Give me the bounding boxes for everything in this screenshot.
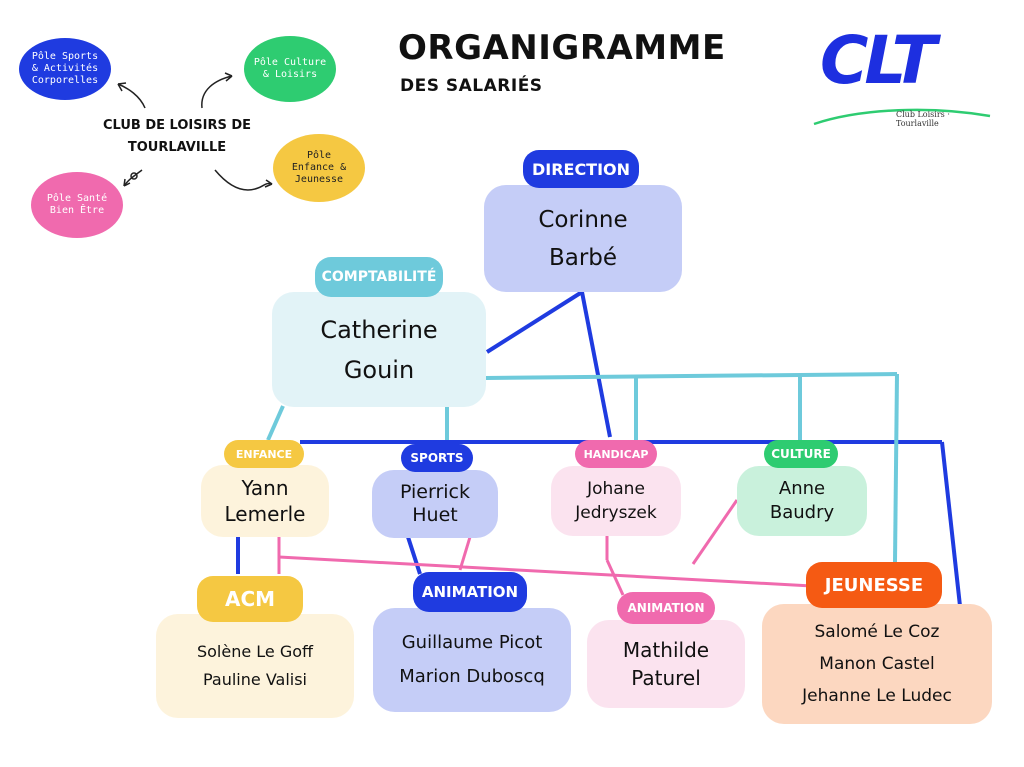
badge-sports: SPORTS [401, 444, 473, 472]
card-jeunesse: Salomé Le Coz Manon Castel Jehanne Le Lu… [762, 604, 992, 724]
person-name: Pierrick [399, 481, 471, 503]
club-name: CLUB DE LOISIRS DE TOURLAVILLE [102, 118, 252, 155]
person-name: Lemerle [224, 502, 306, 526]
person-name: Paturel [631, 666, 701, 690]
badge-jeunesse: JEUNESSE [806, 562, 942, 608]
person-name: Guillaume Picot [401, 632, 543, 653]
badge-culture: CULTURE [764, 440, 838, 468]
page-subtitle: DES SALARIÉS [400, 76, 543, 96]
person-name: Corinne [538, 206, 628, 233]
person-name: Gouin [343, 355, 415, 384]
badge-comptabilite: COMPTABILITÉ [315, 257, 443, 297]
card-animation-2: Mathilde Paturel [587, 620, 745, 708]
person-name: Anne [778, 478, 826, 499]
person-name: Johane [587, 479, 645, 499]
person-name: Mathilde [622, 638, 710, 662]
card-direction: Corinne Barbé [484, 185, 682, 292]
person-name: Manon Castel [819, 654, 935, 674]
badge-animation-1: ANIMATION [413, 572, 527, 612]
person-name: Huet [412, 504, 458, 526]
badge-acm: ACM [197, 576, 303, 622]
pole-sports: Pôle Sports & Activités Corporelles [19, 38, 111, 100]
card-handicap: Johane Jedryszek [551, 466, 681, 536]
pole-enfance-jeunesse: Pôle Enfance & Jeunesse [273, 134, 365, 202]
person-name: Salomé Le Coz [814, 622, 940, 642]
person-name: Yann [241, 476, 289, 500]
card-enfance: Yann Lemerle [201, 465, 329, 537]
person-name: Pauline Valisi [202, 670, 307, 689]
club-logo: CLT Club Loisirs · Tourlaville [812, 22, 992, 132]
card-animation-1: Guillaume Picot Marion Duboscq [373, 608, 571, 712]
badge-enfance: ENFANCE [224, 440, 304, 468]
person-name: Barbé [548, 244, 618, 271]
card-sports: Pierrick Huet [372, 470, 498, 538]
person-name: Solène Le Goff [196, 642, 314, 661]
logo-caption: Club Loisirs · Tourlaville [896, 110, 950, 128]
card-culture: Anne Baudry [737, 466, 867, 536]
page-title: ORGANIGRAMME [398, 28, 726, 68]
pole-culture: Pôle Culture & Loisirs [244, 36, 336, 102]
logo-swoosh-icon [813, 108, 991, 126]
badge-handicap: HANDICAP [575, 440, 657, 468]
logo-mark: CLT [820, 22, 937, 99]
person-name: Catherine [320, 315, 438, 344]
badge-animation-2: ANIMATION [617, 592, 715, 624]
person-name: Jehanne Le Ludec [802, 686, 952, 706]
card-comptabilite: Catherine Gouin [272, 292, 486, 407]
person-name: Marion Duboscq [399, 666, 545, 687]
person-name: Baudry [769, 502, 835, 523]
card-acm: Solène Le Goff Pauline Valisi [156, 614, 354, 718]
badge-direction: DIRECTION [523, 150, 639, 188]
pole-sante: Pôle Santé Bien Être [31, 172, 123, 238]
person-name: Jedryszek [575, 503, 657, 523]
